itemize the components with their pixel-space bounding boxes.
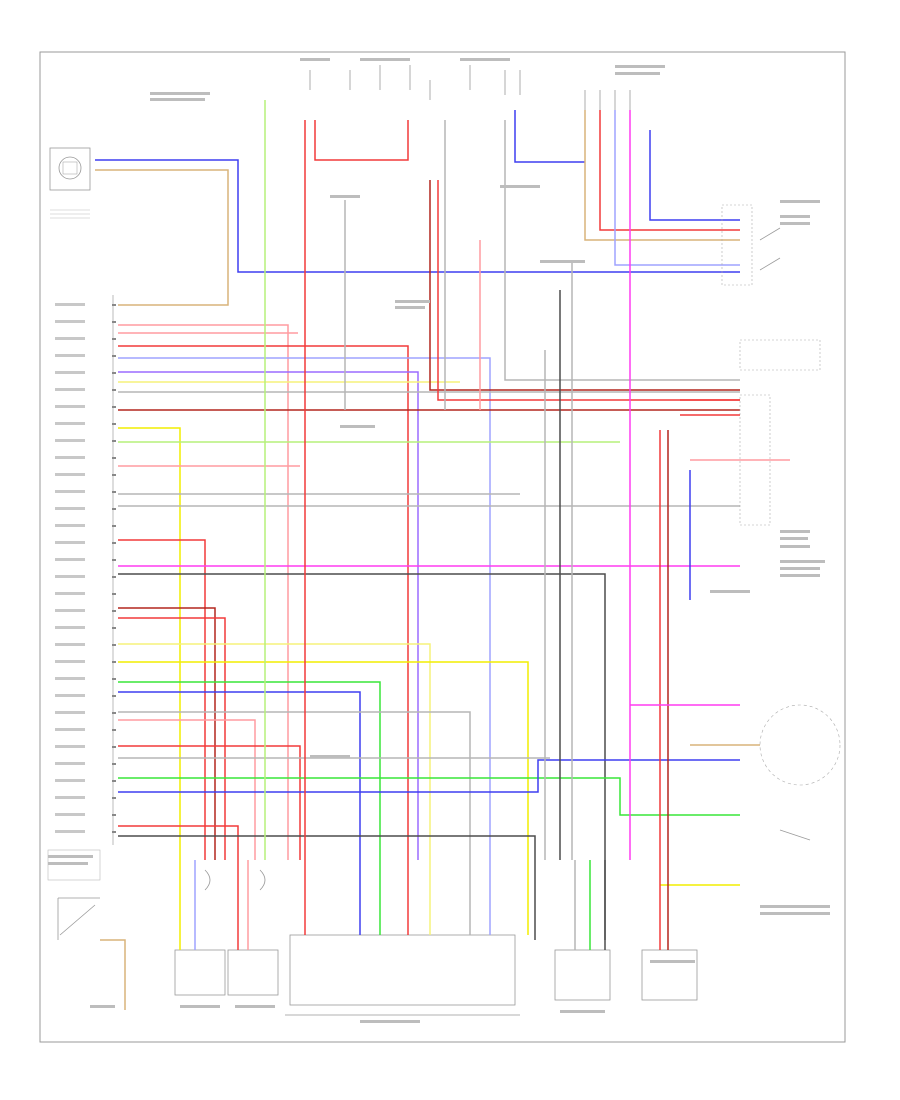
connector-pin-label-mark (55, 677, 85, 680)
bottom-wires (100, 860, 669, 1010)
connector-pin (112, 695, 116, 697)
connector-pin (112, 610, 116, 612)
connector-pin-label-mark (55, 558, 85, 561)
left-connector-block (47, 295, 116, 881)
connector-pin-label-mark (55, 626, 85, 629)
connector-pin (112, 304, 116, 306)
connector-pin-label-mark (55, 694, 85, 697)
connector-pin-label-mark (55, 592, 85, 595)
connector-pin (112, 763, 116, 765)
connector-pin (112, 814, 116, 816)
connector-pin (112, 780, 116, 782)
connector-pin (112, 559, 116, 561)
connector-pin (112, 321, 116, 323)
connector-pin-label-mark (55, 473, 85, 476)
connector-pin-label-mark (55, 422, 85, 425)
connector-pin-label-mark (55, 507, 85, 510)
connector-pin-label-mark (55, 405, 85, 408)
connector-pin-label-mark (55, 388, 85, 391)
connector-pin-label-mark (55, 779, 85, 782)
tcm-connector-top-left (49, 147, 91, 219)
connector-pin (112, 508, 116, 510)
connector-pin (112, 542, 116, 544)
bottom-components (57, 869, 698, 1016)
connector-pin-label-mark (55, 490, 85, 493)
connector-pin (112, 712, 116, 714)
connector-pin-label-mark (55, 337, 85, 340)
connector-pin (112, 355, 116, 357)
connector-pin-label-mark (55, 354, 85, 357)
connector-pin (112, 661, 116, 663)
connector-pin (112, 457, 116, 459)
connector-pin (112, 627, 116, 629)
connector-pin (112, 644, 116, 646)
connector-pin (112, 389, 116, 391)
connector-pin-label-mark (55, 320, 85, 323)
connector-pin (112, 474, 116, 476)
connector-pin (112, 372, 116, 374)
connector-pin-label-mark (55, 371, 85, 374)
connector-pin-label-mark (55, 745, 85, 748)
connector-pin-label-mark (55, 541, 85, 544)
connector-pin (112, 729, 116, 731)
vertical-wires (264, 100, 740, 860)
connector-pin-label-mark (55, 575, 85, 578)
connector-pin (112, 406, 116, 408)
connector-pin (112, 338, 116, 340)
connector-pin-label-mark (55, 643, 85, 646)
connector-pin-label-mark (55, 796, 85, 799)
connector-pin-label-mark (55, 456, 85, 459)
connector-pin-label-mark (55, 711, 85, 714)
connector-pin-label-mark (55, 524, 85, 527)
connector-pin (112, 746, 116, 748)
connector-pin (112, 423, 116, 425)
connector-pin-label-mark (55, 303, 85, 306)
connector-pin-label-mark (55, 813, 85, 816)
wire-bus (95, 159, 740, 940)
connector-pin (112, 440, 116, 442)
connector-pin-label-mark (55, 609, 85, 612)
diagram-border (39, 51, 846, 1043)
connector-pin (112, 576, 116, 578)
label-marks (48, 58, 830, 1023)
connector-pin (112, 831, 116, 833)
connector-pin-label-mark (55, 762, 85, 765)
connector-pin (112, 525, 116, 527)
connector-pin (112, 593, 116, 595)
connector-pin-label-mark (55, 660, 85, 663)
connector-pin (112, 491, 116, 493)
right-switch-block (630, 204, 841, 886)
connector-pin-label-mark (55, 439, 85, 442)
connector-pin (112, 678, 116, 680)
connector-pin-label-mark (55, 830, 85, 833)
connector-pin (112, 797, 116, 799)
connector-pin-label-mark (55, 728, 85, 731)
top-fuse-block (309, 65, 631, 110)
